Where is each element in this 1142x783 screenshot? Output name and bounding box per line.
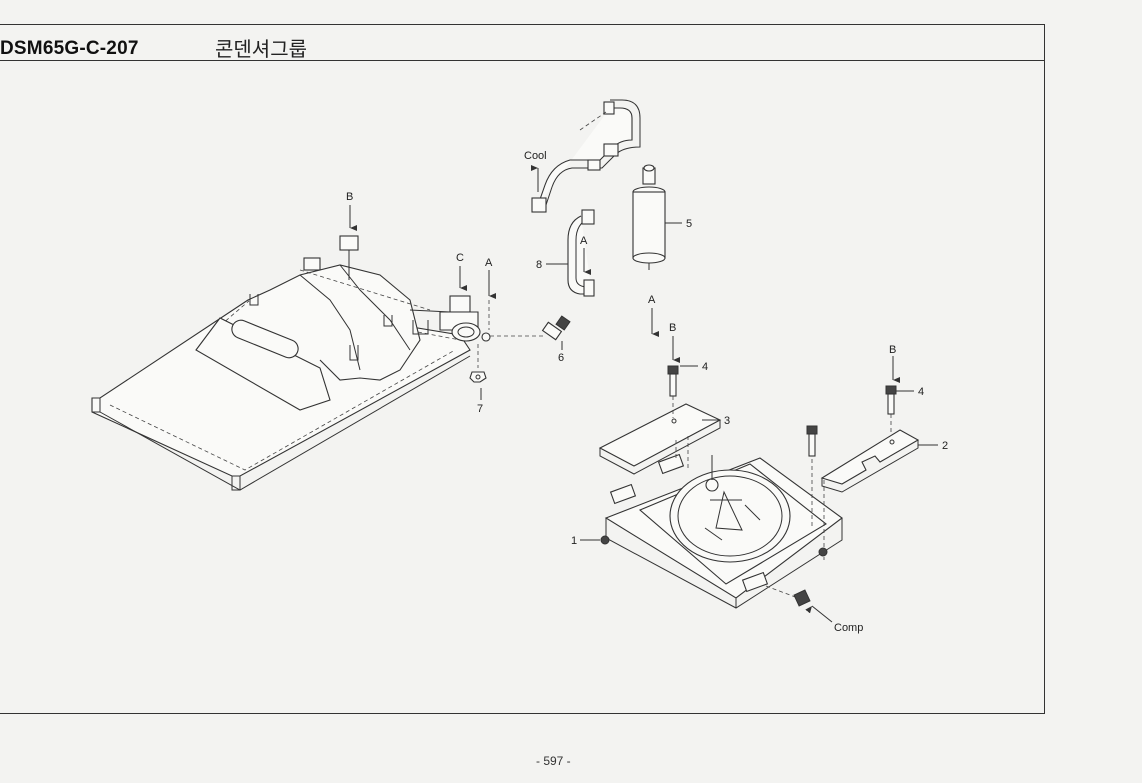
callout-7: 7 — [477, 403, 483, 415]
callout-3: 3 — [724, 415, 730, 427]
header-rule — [0, 60, 1045, 61]
upper-hose-pipe — [531, 99, 641, 213]
part-8-pipe — [567, 209, 595, 297]
ref-label-a-lower: A — [648, 294, 656, 306]
ref-label-b-right: B — [889, 344, 896, 356]
extra-bolt — [806, 425, 818, 457]
ref-label-a-left: A — [485, 257, 493, 269]
callout-8: 8 — [536, 259, 542, 271]
callout-4-mid: 4 — [702, 361, 708, 373]
part-6-bolt — [490, 315, 571, 341]
ref-label-c: C — [456, 252, 464, 264]
ref-label-comp: Comp — [834, 622, 863, 634]
callout-6: 6 — [558, 352, 564, 364]
ref-label-b-left: B — [346, 191, 353, 203]
ref-label-b-mid: B — [669, 322, 676, 334]
part-2-bracket-plate — [820, 429, 920, 493]
sheet-frame — [0, 24, 1045, 714]
callout-1: 1 — [571, 535, 577, 547]
ref-label-a-middle: A — [580, 235, 588, 247]
callout-4-right: 4 — [918, 386, 924, 398]
drawing-code: DSM65G-C-207 — [0, 38, 139, 59]
part-4-bolt-mid — [667, 365, 679, 418]
callout-5: 5 — [686, 218, 692, 230]
page-number: - 597 - — [536, 754, 571, 768]
ref-label-cool: Cool — [524, 150, 547, 162]
callout-leaders — [480, 222, 938, 541]
callout-2: 2 — [942, 440, 948, 452]
part-5-receiver-drier — [632, 164, 666, 270]
part-4-bolt-right — [885, 385, 897, 436]
vehicle-frame-section — [91, 235, 491, 491]
part-7-nut — [469, 344, 487, 383]
reference-arrows — [349, 165, 900, 623]
group-name: 콘덴셔그룹 — [215, 37, 307, 61]
part-1-condenser-assembly — [600, 436, 843, 609]
